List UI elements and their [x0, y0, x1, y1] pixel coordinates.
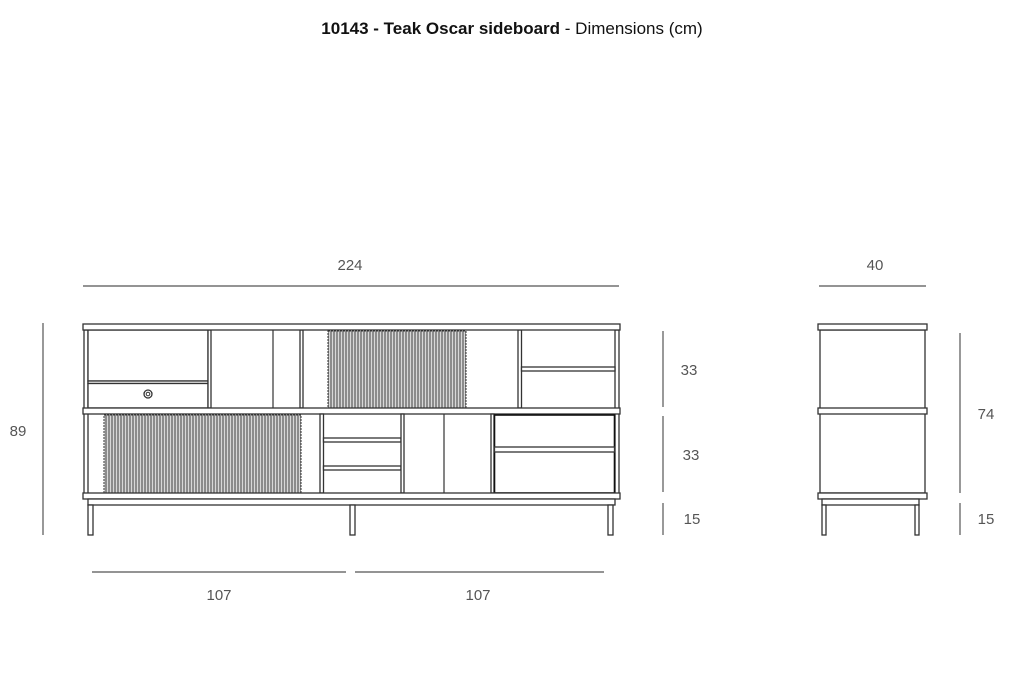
- dim-upper-row: 33: [681, 362, 698, 379]
- middle-shelf: [82, 407, 621, 415]
- lower-right-drawers: [493, 414, 616, 494]
- base-rail: [87, 498, 616, 506]
- upper-right-shelf: [520, 366, 616, 372]
- dim-half-left: 107: [206, 587, 231, 604]
- front-view: [82, 323, 621, 536]
- product-name: 10143 - Teak Oscar sideboard: [321, 19, 561, 38]
- top-board: [82, 323, 621, 331]
- leg: [821, 504, 827, 536]
- dimension-lines: [42, 285, 961, 573]
- dim-side-leg-height: 15: [978, 511, 995, 528]
- upper-slatted-door: [327, 330, 467, 409]
- dim-total-height: 89: [10, 423, 27, 440]
- dim-total-width: 224: [337, 257, 362, 274]
- dim-body-height: 74: [978, 406, 995, 423]
- leg: [349, 504, 356, 536]
- lower-slatted-door: [103, 414, 302, 495]
- dim-half-right: 107: [465, 587, 490, 604]
- title-suffix: - Dimensions (cm): [560, 19, 703, 38]
- dim-leg-height: 15: [684, 511, 701, 528]
- leg: [87, 504, 94, 536]
- drawer-knob: [143, 389, 153, 399]
- leg: [607, 504, 614, 536]
- side-view: [817, 323, 928, 536]
- bottom-board: [82, 492, 621, 500]
- page-title: 10143 - Teak Oscar sideboard - Dimension…: [0, 19, 1024, 39]
- dim-lower-row: 33: [683, 447, 700, 464]
- upper-left-compartment: [87, 329, 209, 382]
- dim-depth: 40: [867, 257, 884, 274]
- leg: [914, 504, 920, 536]
